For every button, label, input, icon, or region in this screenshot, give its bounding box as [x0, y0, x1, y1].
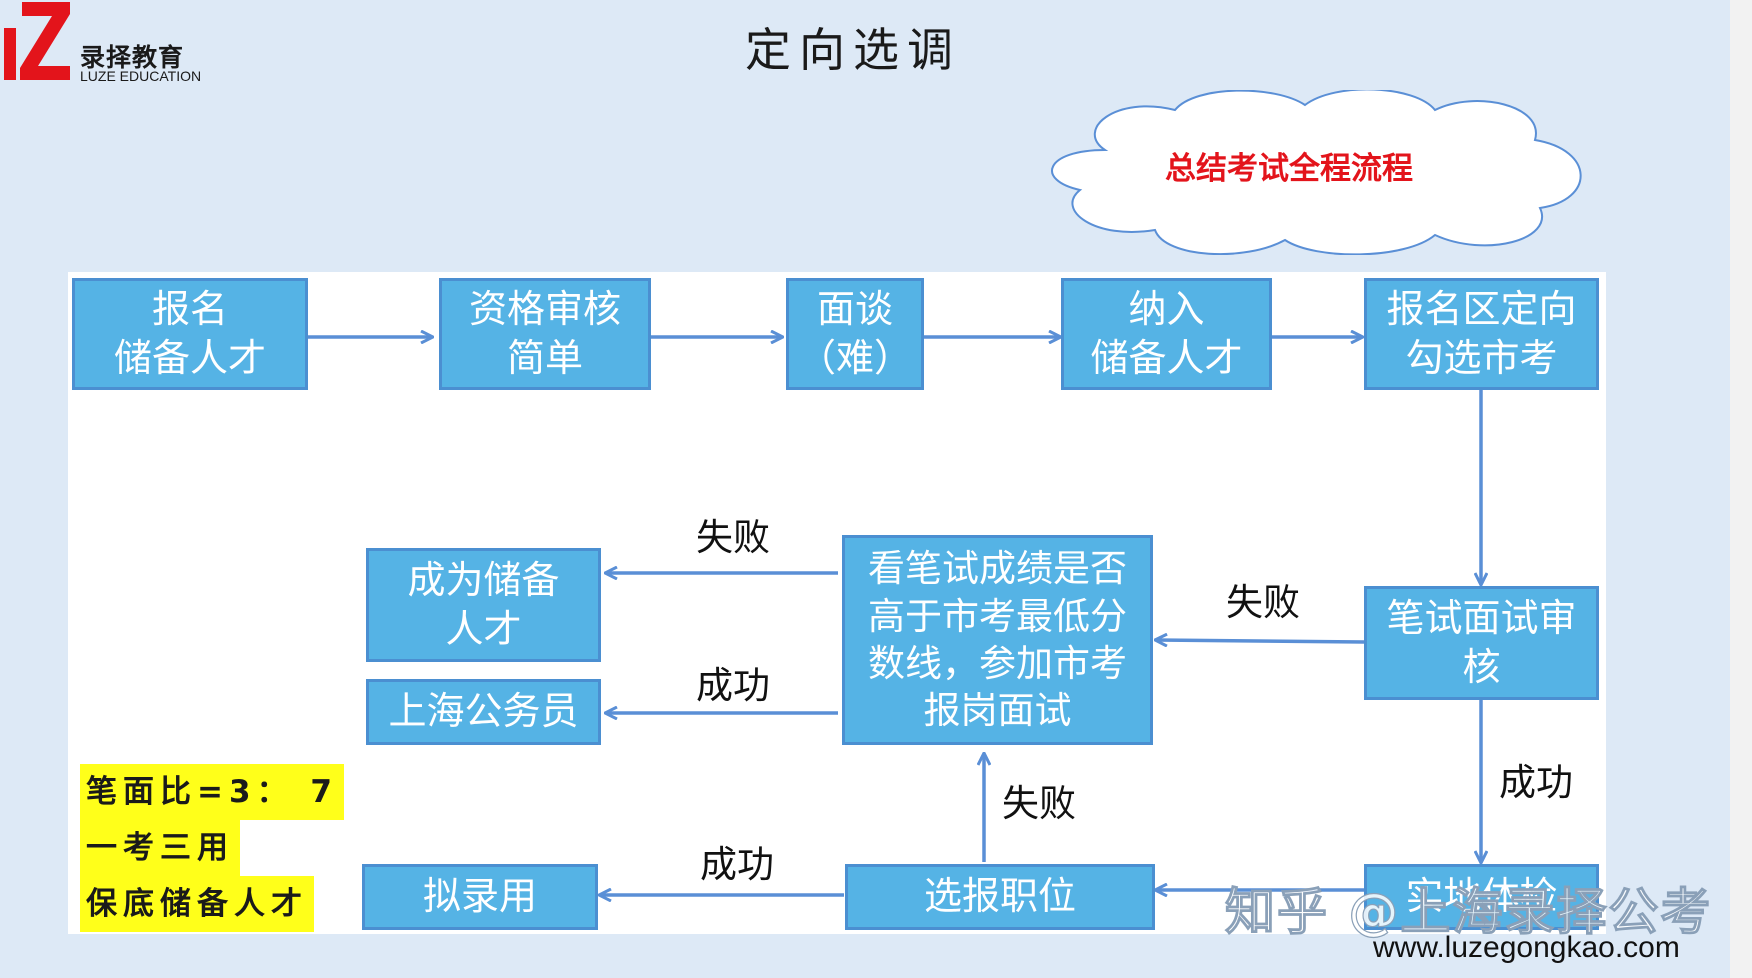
box-become-reserve: 成为储备 人才 — [366, 548, 601, 662]
box-interview: 面谈 （难） — [786, 278, 924, 390]
logo-english-text: LUZE EDUCATION — [80, 68, 202, 84]
label-fail-review: 失败 — [1226, 581, 1300, 624]
box-intended-hire: 拟录用 — [362, 864, 598, 930]
arrow-review-to-check — [1156, 640, 1365, 642]
box-shanghai-civil: 上海公务员 — [366, 679, 601, 745]
zhihu-watermark: 知乎 @上海录择公考 — [1224, 882, 1713, 941]
lz-logo-icon — [4, 2, 70, 80]
box-check-score: 看笔试成绩是否 高于市考最低分 数线，参加市考 报岗面试 — [842, 535, 1153, 745]
label-success-civil: 成功 — [696, 664, 770, 707]
cloud-shape — [1051, 90, 1582, 255]
box-choose-position: 选报职位 — [845, 864, 1155, 930]
box-physical-exam — [1364, 864, 1599, 930]
note-line: 一考三用 — [80, 820, 240, 876]
box-register: 报名 储备人才 — [72, 278, 308, 390]
website-url: www.luzegongkao.com — [1373, 931, 1680, 964]
cloud-text: 总结考试全程流程 — [1165, 151, 1413, 187]
label-fail-choose: 失败 — [1002, 782, 1076, 825]
box-include-reserve: 纳入 储备人才 — [1061, 278, 1272, 390]
right-margin — [1730, 0, 1752, 978]
note-line: 保底储备人才 — [80, 876, 314, 932]
box-select-district: 报名区定向 勾选市考 — [1364, 278, 1599, 390]
box-exam-review: 笔试面试审 核 — [1364, 586, 1599, 700]
box-qualification: 资格审核 简单 — [439, 278, 651, 390]
logo-chinese-text: 录择教育 — [80, 43, 185, 72]
luze-logo: 录择教育 LUZE EDUCATION — [4, 2, 224, 84]
box-physical-exam-label: 实地体检 — [1405, 874, 1558, 919]
label-success-hire: 成功 — [700, 843, 774, 886]
page-title: 定向选调 — [745, 23, 961, 77]
note-line: 笔面比=3： 7 — [80, 764, 344, 820]
label-fail-reserve: 失败 — [696, 516, 770, 559]
label-success-review: 成功 — [1499, 761, 1573, 804]
ratio-notes: 笔面比=3： 7 一考三用 保底储备人才 — [80, 764, 344, 932]
